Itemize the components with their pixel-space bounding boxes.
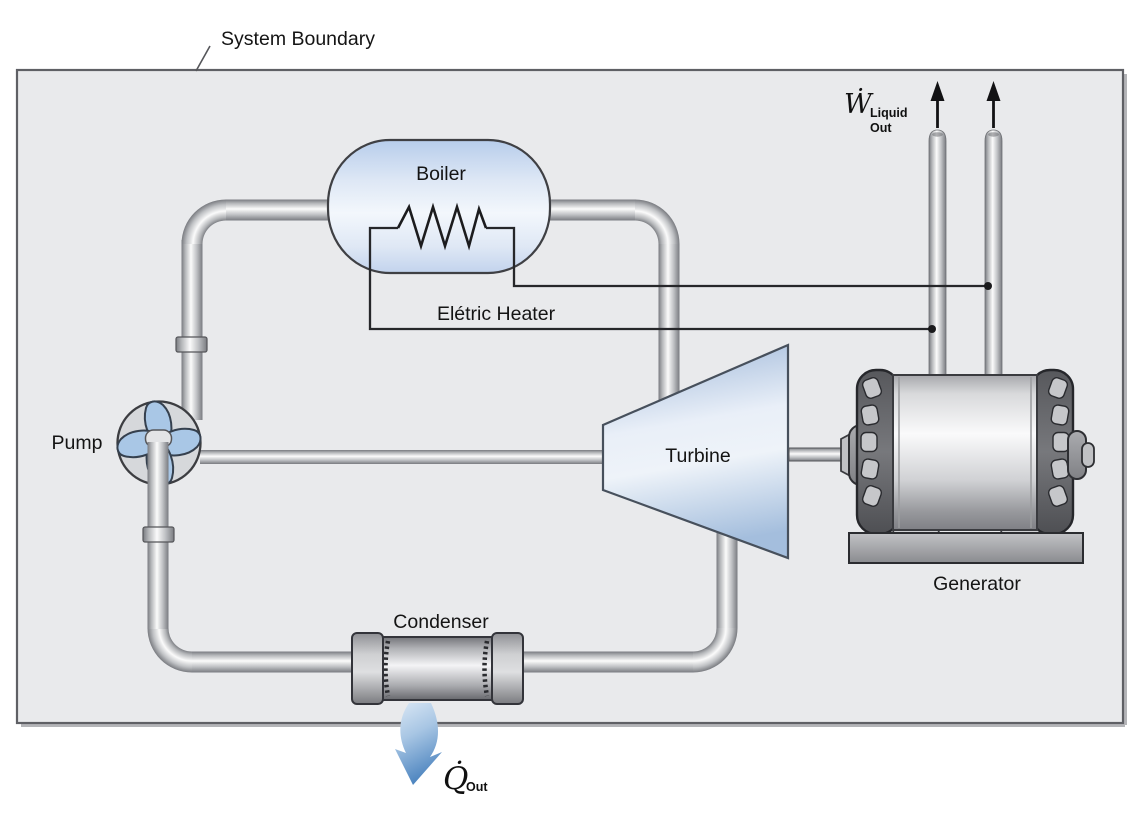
work-out-subscript-line2: Out (870, 121, 892, 135)
heater-wire-right (486, 226, 988, 288)
system-boundary-label: System Boundary (221, 28, 375, 50)
pipe-opening-left (932, 132, 943, 137)
condenser-end-cap-left (351, 632, 384, 705)
pipe-bend-top-left (181, 199, 226, 244)
heater-wire-left (368, 226, 932, 331)
pump-label: Pump (52, 432, 103, 454)
condenser-label: Condenser (393, 611, 489, 633)
pipe-flange-lower (142, 526, 175, 543)
pipe-boiler-inlet (226, 199, 330, 221)
pipe-opening-right (988, 132, 999, 137)
system-boundary-pointer-line (195, 45, 211, 72)
heat-out-annotation: Q̇ Out (395, 703, 488, 797)
work-out-symbol: Ẇ (844, 87, 874, 120)
generator: Generator (788, 368, 1095, 595)
condenser-bolt-ring-left (383, 640, 391, 697)
generator-base (848, 532, 1084, 564)
wire-terminal-dot-left (928, 325, 936, 333)
up-arrow-head-left (930, 81, 945, 101)
pipe-turbine-inlet (658, 244, 680, 404)
generator-label: Generator (933, 573, 1021, 595)
generator-rear-cap (1081, 442, 1095, 468)
pipe-bend-top-right (635, 199, 680, 244)
pipe-condenser-inlet (523, 651, 693, 673)
pipe-liquid-out-right (984, 129, 1003, 381)
generator-body (892, 374, 1038, 531)
heat-out-subscript: Out (466, 780, 488, 794)
condenser-shell (377, 636, 498, 701)
pipe-bend-bottom-right (693, 628, 738, 673)
vent-slots-left (860, 377, 883, 507)
pipe-turbine-outlet (716, 533, 738, 628)
condenser: Condenser (351, 611, 524, 705)
vent-slots-right (1047, 377, 1070, 507)
electric-heater-circuit: Elétric Heater (368, 202, 992, 333)
pipe-liquid-out-left (928, 129, 947, 381)
electric-heater-label: Elétric Heater (437, 303, 556, 325)
condenser-end-cap-right (491, 632, 524, 705)
pipe-condenser-outlet (192, 651, 360, 673)
pipe-boiler-outlet (544, 199, 636, 221)
turbine: Turbine (601, 343, 790, 560)
wire-terminal-dot-right (984, 282, 992, 290)
pump: Pump (52, 400, 202, 629)
pipe-pump-to-boiler-riser (181, 240, 203, 420)
boiler-vessel (326, 138, 552, 275)
turbine-body (601, 343, 790, 560)
pipe-bend-bottom-left (147, 628, 192, 673)
work-out-subscript-line1: Liquid (870, 106, 908, 120)
heat-out-symbol: Q̇ (443, 760, 468, 797)
turbine-label: Turbine (665, 445, 730, 467)
boiler-label: Boiler (416, 163, 466, 185)
up-arrow-head-right (986, 81, 1001, 101)
heat-out-arrow-icon (395, 703, 442, 785)
boiler: Boiler (326, 138, 552, 275)
work-out-annotation: Ẇ Liquid Out (844, 81, 1001, 135)
pipe-network (147, 129, 1003, 673)
pipe-pump-to-turbine (200, 450, 606, 464)
heater-resistor-icon (396, 202, 488, 251)
pipe-flange-upper (175, 336, 208, 353)
condenser-bolt-ring-right (482, 640, 490, 697)
